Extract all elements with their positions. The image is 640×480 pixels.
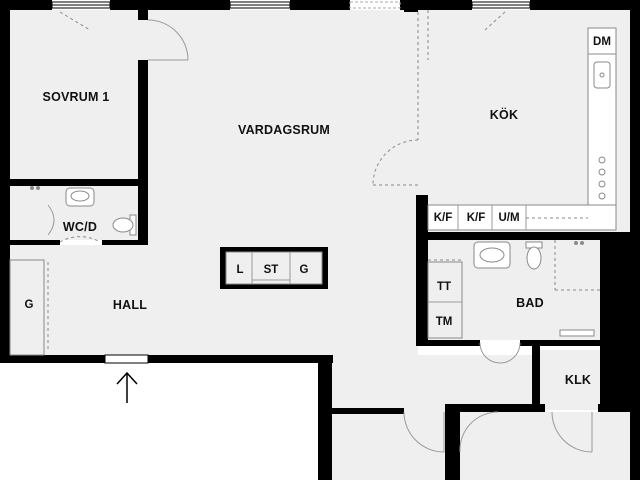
wall-bad-bottom-2 <box>520 340 600 346</box>
sink-icon <box>65 187 95 207</box>
room-labels: SOVRUM 1 VARDAGSRUM KÖK WC/D HALL BAD KL… <box>43 90 591 387</box>
wall-top-3 <box>290 0 350 10</box>
fixture-label-l: L <box>236 264 243 276</box>
room-label-bad: BAD <box>516 296 544 310</box>
entrance-arrow-icon <box>104 354 149 403</box>
floor-main <box>138 10 418 355</box>
wall-bottom-hall-2 <box>148 355 333 363</box>
room-label-vardagsrum: VARDAGSRUM <box>238 123 330 137</box>
wall-top-1 <box>0 0 52 10</box>
wall-sovrum-bottom <box>0 179 148 186</box>
wall-top-4 <box>400 0 472 10</box>
window-icon <box>229 1 291 9</box>
floor-corridor <box>320 355 540 410</box>
fixture-label-g-hall: G <box>25 299 34 311</box>
dm-box <box>587 27 617 55</box>
wall-klk-right <box>600 346 630 406</box>
wall-lower-horizontal <box>332 408 404 414</box>
window-icon <box>51 1 111 9</box>
counter-bottom <box>427 204 617 231</box>
wall-top-2 <box>110 0 230 10</box>
stove-icon <box>598 156 606 200</box>
room-label-wcd: WC/D <box>63 220 97 234</box>
wall-bottom-hall-1 <box>0 355 105 363</box>
door-swing-icon <box>372 139 419 186</box>
toilet-icon <box>112 214 137 236</box>
wall-lower-horizontal-3 <box>598 404 640 412</box>
room-label-klk: KLK <box>565 373 591 387</box>
room-label-kok: KÖK <box>490 107 518 122</box>
wall-wc-right <box>138 185 148 245</box>
fixture-label-kf-1: K/F <box>434 212 453 224</box>
door-swing-icon <box>59 236 101 243</box>
window-icon <box>471 1 531 9</box>
wall-sovrum-right <box>138 60 148 185</box>
wall-bad-left <box>416 195 428 345</box>
door-swing-icon <box>459 411 499 453</box>
floor-sovrum1 <box>10 10 138 180</box>
sink-icon <box>473 241 511 269</box>
fixture-label-st: ST <box>264 264 279 276</box>
wall-right <box>630 0 640 480</box>
hall-wardrobe <box>9 259 49 356</box>
wall-kok-pillar <box>404 0 418 12</box>
wall-lower-horizontal-2 <box>445 404 545 412</box>
wall-lower-vertical-1 <box>318 355 332 480</box>
doors <box>59 19 593 453</box>
wall-bad-right <box>600 232 630 346</box>
wall-bad-bottom <box>416 340 480 346</box>
door-swing-icon <box>147 19 189 61</box>
floor-klk <box>540 350 600 410</box>
faucet-icon <box>574 241 584 245</box>
fixture-labels: DM K/F K/F U/M L ST G G TT TM <box>25 36 611 328</box>
fixture-label-um: U/M <box>498 212 519 224</box>
wall-top-5 <box>530 0 640 10</box>
counter-right <box>587 27 617 221</box>
laundry-column <box>427 261 463 339</box>
kitchen-island <box>220 247 328 289</box>
wall-lower-mid-pillar <box>445 404 460 480</box>
floor-lower-right <box>460 412 630 480</box>
wall-bad-top <box>416 232 630 240</box>
faucet-icon <box>30 186 40 190</box>
door-swing-icon <box>403 411 445 453</box>
fixture-label-tm: TM <box>436 316 453 328</box>
wall-sovrum-right-top <box>138 0 148 20</box>
bad-fixtures <box>427 241 595 339</box>
room-label-hall: HALL <box>113 298 147 312</box>
toilet-icon <box>525 241 543 270</box>
door-swing-icon <box>551 411 593 453</box>
floor-lower-left <box>332 410 445 480</box>
fixture-label-kf-2: K/F <box>467 212 486 224</box>
wall-wc-bottom <box>0 240 60 245</box>
fixture-label-g-island: G <box>300 264 309 276</box>
wall-wc-bottom-2 <box>102 240 148 245</box>
fixture-label-tt: TT <box>437 281 451 293</box>
window-icon <box>349 1 401 9</box>
door-swing-icon <box>479 342 521 364</box>
sink-icon <box>593 61 611 89</box>
wall-klk-left <box>532 346 540 406</box>
room-label-sovrum1: SOVRUM 1 <box>43 90 110 104</box>
wc-fixtures <box>30 186 137 236</box>
windows <box>51 1 531 9</box>
kitchen-counter <box>427 27 617 231</box>
fixture-label-dm: DM <box>593 36 611 48</box>
dashed-boundaries <box>59 10 600 291</box>
